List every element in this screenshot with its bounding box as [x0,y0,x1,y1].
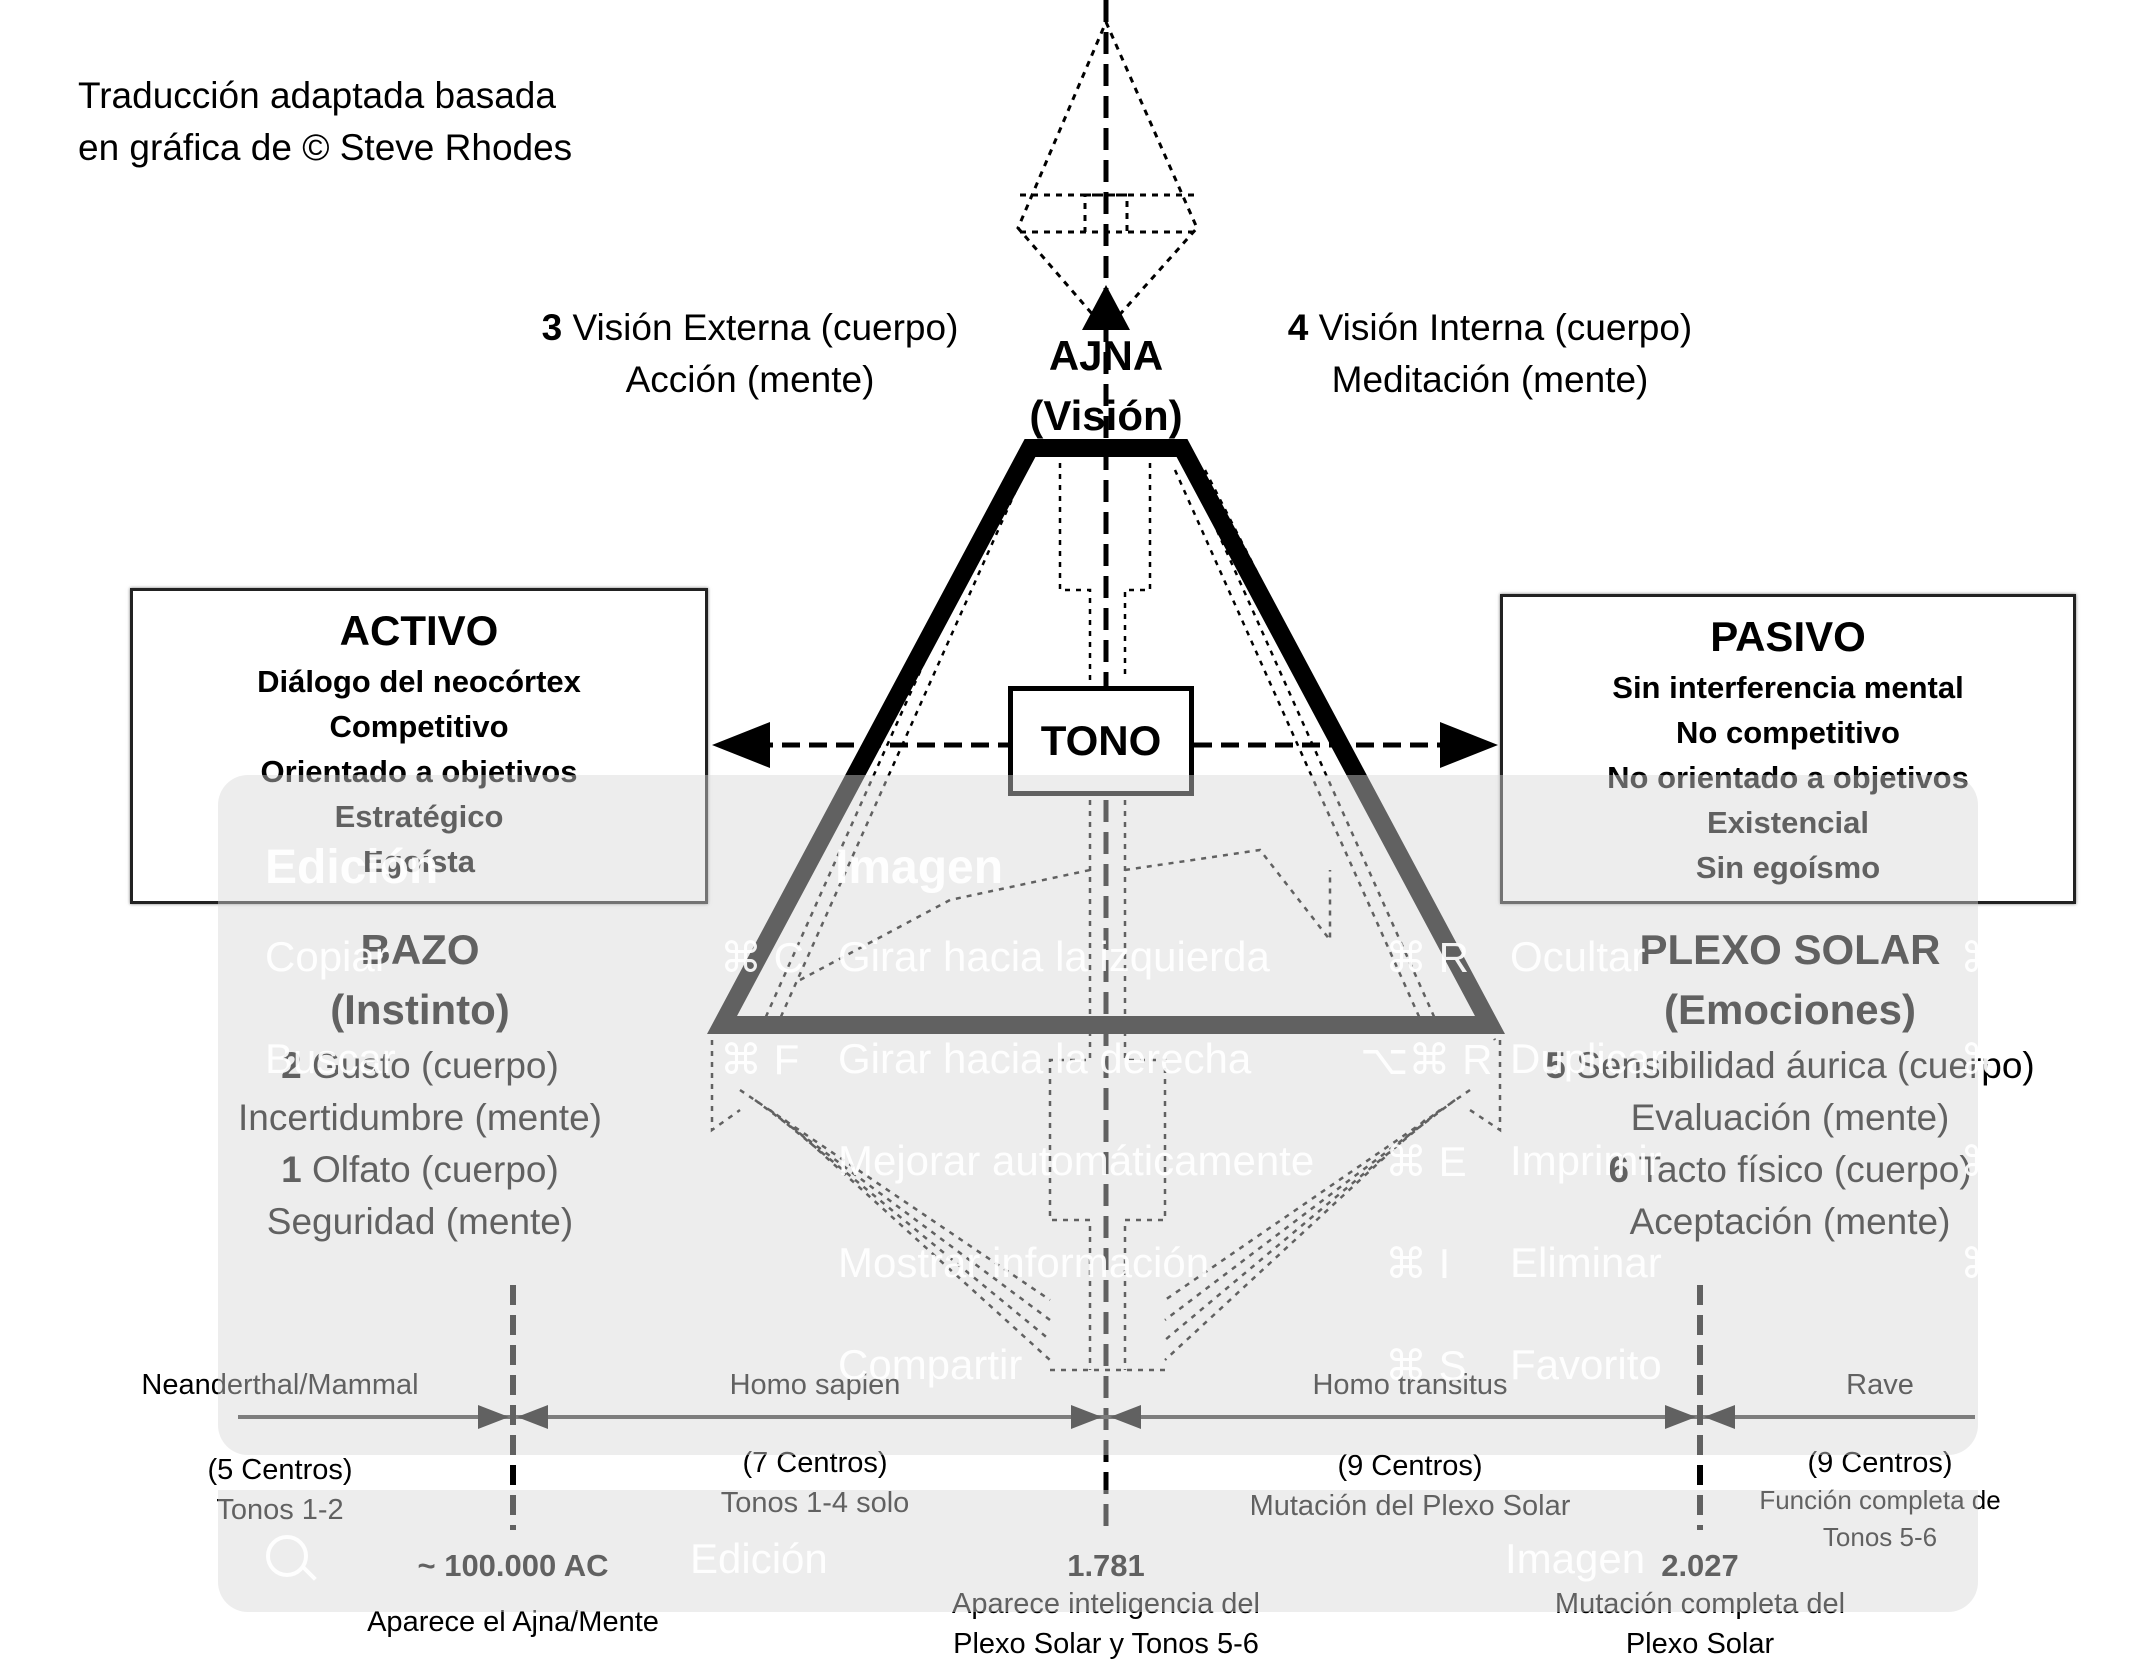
era-name: Homo sapien [729,1369,901,1401]
menu-heading-imagen: Imagen [835,841,1004,894]
menu-shortcut: ⌘ C [720,934,804,981]
main-triangle [706,439,1506,1034]
menu-shortcut: ⌘ E [1385,1138,1467,1185]
bottom-tab-edicion[interactable]: Edición [690,1535,828,1582]
menu-shortcut: ⌘ [1960,1036,2002,1083]
overlay-bottom-bar [218,1490,1978,1612]
credit-text: Traducción adaptada basada en gráfica de… [78,75,573,168]
era-name: Homo transitus [1312,1369,1508,1401]
menu-shortcut: ⌘ S [1385,1342,1467,1389]
activo-box: ACTIVO Diálogo del neocórtex Competitivo… [130,588,708,904]
menu-item-favorito[interactable]: Favorito [1510,1341,1662,1388]
menu-shortcut: ⌘ [1960,1240,2002,1287]
menu-item-girar-izquierda[interactable]: Girar hacia la izquierda [838,933,1270,980]
pasivo-box: PASIVO Sin interferencia mental No compe… [1500,594,2076,904]
bazo-line: 2 Gusto (cuerpo) [281,1045,559,1086]
menu-shortcut: ⌘ R [1385,934,1469,981]
plexo-line: Aceptación (mente) [1629,1201,1951,1242]
menu-item-compartir[interactable]: Compartir [838,1341,1023,1388]
plexo-solar-center: PLEXO SOLAR (Emociones) 5 Sensibilidad á… [1480,920,2100,1248]
bazo-line: Seguridad (mente) [266,1201,574,1242]
menu-shortcut: ⌘ I [1385,1240,1451,1287]
era-details: (9 Centros) Mutación del Plexo Solar [1249,1450,1571,1522]
bottom-tab-imagen[interactable]: Imagen [1505,1535,1646,1582]
marker-2027: 2.027 Mutación completa del Plexo Solar [1554,1548,1846,1660]
era-details: (9 Centros) Función completa de Tonos 5-… [1759,1447,2001,1552]
bazo-line: Incertidumbre (mente) [238,1097,602,1138]
arrow-right-head [1440,722,1498,768]
menu-shortcut: ⌘ [1960,934,2002,981]
menu-item-duplicar[interactable]: Duplicar [1510,1035,1665,1082]
plexo-line: 6 Tacto físico (cuerpo) [1608,1149,1972,1190]
menu-heading-edicion: Edición [265,841,439,894]
marker-1781: 1.781 Aparece inteligencia del Plexo Sol… [952,1548,1260,1660]
ajna-right-tones: 4 Visión Interna (cuerpo) Meditación (me… [1287,307,1693,400]
menu-item-copiar[interactable]: Copiar [265,933,389,980]
tone-arrow [712,722,1498,768]
ajna-label: AJNA (Visión) [1029,332,1183,439]
ajna-left-tones: 3 Visión Externa (cuerpo) Acción (mente) [541,307,959,400]
marker-100000: ~ 100.000 AC Aparece el Ajna/Mente [367,1548,659,1638]
timeline-axis [238,1285,1975,1530]
menu-item-eliminar[interactable]: Eliminar [1510,1239,1662,1286]
search-icon[interactable] [266,1535,317,1581]
plexo-line: 5 Sensibilidad áurica (cuerpo) [1545,1045,2035,1086]
bazo-center: BAZO (Instinto) 2 Gusto (cuerpo) Incerti… [160,920,680,1248]
era-name: Neanderthal/Mammal [141,1369,419,1401]
plexo-line: Evaluación (mente) [1630,1097,1950,1138]
menu-item-imprimir[interactable]: Imprimir [1510,1137,1662,1184]
tono-box: TONO [1008,686,1194,796]
menu-item-buscar[interactable]: Buscar [265,1035,396,1082]
menu-shortcut: ⌥⌘ R [1360,1036,1493,1083]
menu-shortcut: ⌘ F [720,1036,800,1083]
context-menu-overlay[interactable] [218,775,1978,1455]
menu-item-mejorar[interactable]: Mejorar automáticamente [838,1137,1315,1184]
arrow-left-head [712,722,770,768]
menu-shortcut: ⌘ [1960,1138,2002,1185]
era-details: (7 Centros) Tonos 1-4 solo [720,1447,910,1519]
era-details: (5 Centros) Tonos 1-2 [207,1454,353,1526]
menu-item-ocultar[interactable]: Ocultar [1510,933,1646,980]
bazo-line: 1 Olfato (cuerpo) [281,1149,559,1190]
era-name: Rave [1846,1369,1914,1401]
menu-item-girar-derecha[interactable]: Girar hacia la derecha [838,1035,1252,1082]
menu-item-mostrar-info[interactable]: Mostrar información [838,1239,1210,1286]
